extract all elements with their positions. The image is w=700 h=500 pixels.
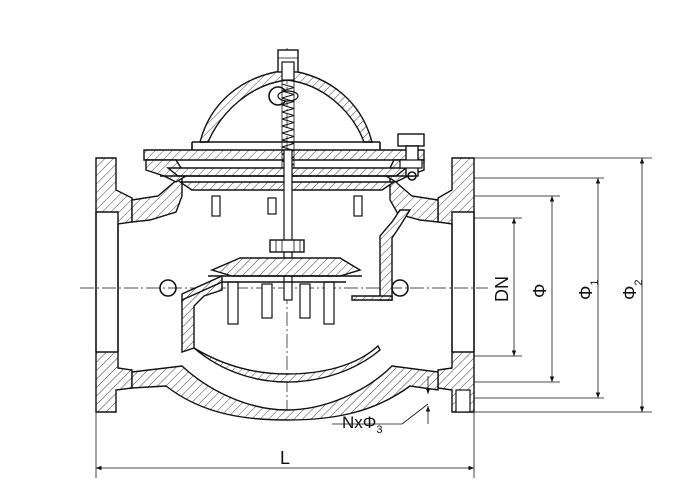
label-bolt-holes: NxΦ3 xyxy=(342,413,382,436)
side-ports xyxy=(159,279,409,297)
spring-coil xyxy=(281,90,295,99)
valve-stem xyxy=(269,149,305,301)
valve-disc xyxy=(208,257,362,325)
dimension-dn: DN xyxy=(492,218,517,356)
valve-body xyxy=(131,174,439,421)
label-bore: Φ xyxy=(530,284,550,298)
label-dn: DN xyxy=(492,276,512,302)
spring-coil xyxy=(281,97,295,106)
dimension-bore: Φ xyxy=(530,196,555,382)
left-flange xyxy=(95,157,133,413)
dimension-diameter-1: Φ1 xyxy=(576,178,601,398)
spring-coil xyxy=(281,125,295,134)
dimension-extensions xyxy=(474,157,652,413)
spring-coil xyxy=(281,111,295,120)
spring-coil xyxy=(281,132,295,141)
spring-coil xyxy=(281,104,295,113)
cover-bolt xyxy=(397,133,425,181)
spring-coil xyxy=(281,83,295,92)
spring-coil xyxy=(281,139,295,148)
label-diameter-1: Φ1 xyxy=(576,280,601,301)
right-flange xyxy=(437,157,475,413)
dimension-bolt-holes: NxΦ3 xyxy=(332,376,431,436)
spring-coil xyxy=(281,118,295,127)
stem-cap xyxy=(277,49,299,81)
label-length: L xyxy=(280,448,290,468)
label-diameter-2: Φ2 xyxy=(620,280,645,301)
dimension-diameter-2: Φ2 xyxy=(620,158,645,412)
dimension-length: L xyxy=(95,412,475,478)
